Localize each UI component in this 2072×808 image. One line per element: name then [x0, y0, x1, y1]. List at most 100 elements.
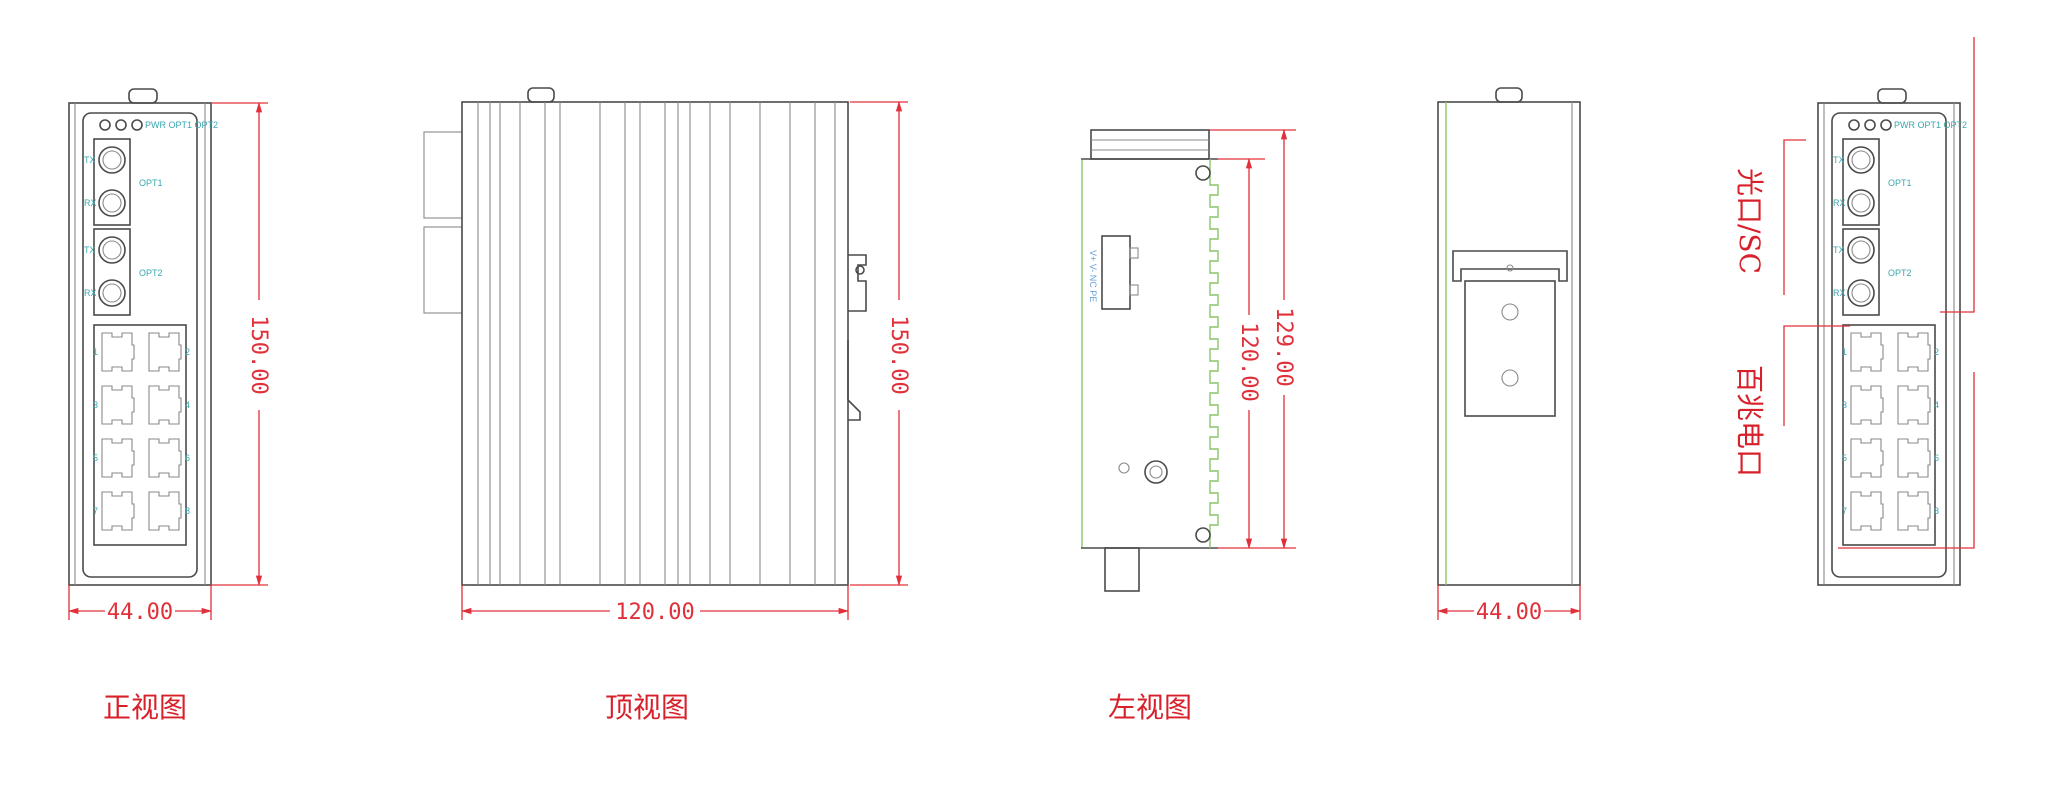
port-number: 1 [1842, 347, 1847, 357]
port-number: 8 [1934, 506, 1939, 516]
sc-connector-icon [98, 146, 126, 174]
din-rail-clip [1464, 280, 1556, 417]
screw-icon [1501, 369, 1519, 387]
left-view-caption: 左视图 [1108, 691, 1192, 724]
port-number: 5 [1842, 453, 1847, 463]
rj45-port-icon [1850, 332, 1884, 372]
rj45-port-icon [101, 332, 135, 372]
front-view-caption: 正视图 [103, 691, 187, 724]
top-view-caption: 顶视图 [605, 691, 689, 724]
housing-outline [68, 102, 212, 586]
port-number: 6 [1934, 453, 1939, 463]
front-width-value: 44.00 [107, 600, 173, 625]
fiber-port-direction: TX [1833, 245, 1845, 255]
port-number: 5 [93, 453, 98, 463]
port-number: 7 [1842, 506, 1847, 516]
fiber-port-label: OPT2 [1888, 268, 1912, 278]
fiber-port-label: OPT1 [139, 178, 163, 188]
front-panel [82, 112, 198, 578]
top-width-value: 120.00 [615, 600, 694, 625]
screw-icon [1501, 303, 1519, 321]
front-panel [1831, 112, 1947, 578]
sc-connector-icon [98, 236, 126, 264]
fiber-port-label: 光口/SC [1733, 168, 1766, 274]
housing-outline [1817, 102, 1961, 586]
terminal-label: V+ V- NC PE [1088, 250, 1098, 302]
ground-symbol-icon [1118, 462, 1130, 474]
port-number: 7 [93, 506, 98, 516]
ground-screw-icon [1144, 460, 1168, 484]
rj45-port-block [1842, 324, 1936, 546]
back-view [1437, 87, 1581, 586]
rj45-port-icon [1850, 491, 1884, 531]
front-height-value: 150.00 [246, 315, 271, 394]
fiber-port-direction: RX [84, 198, 97, 208]
rj45-port-icon [148, 385, 182, 425]
sc-connector-inner [102, 283, 122, 303]
sc-connector-inner [102, 193, 122, 213]
mount-knob [128, 88, 158, 104]
port-number: 8 [185, 506, 190, 516]
led-indicator-icon [1864, 119, 1876, 131]
port-number: 3 [93, 400, 98, 410]
fiber-port-label: OPT2 [139, 268, 163, 278]
sc-fiber-port-1 [93, 138, 131, 226]
fiber-port-direction: TX [1833, 155, 1845, 165]
sc-fiber-port-1 [1842, 138, 1880, 226]
rj45-port-icon [1850, 438, 1884, 478]
rj45-port-icon [1850, 385, 1884, 425]
copper-port-label: 百兆电口 [1733, 365, 1766, 477]
left-outer-value: 129.00 [1271, 307, 1296, 386]
top-height-value: 150.00 [886, 315, 911, 394]
front-width-dimension: 44.00 [67, 585, 213, 625]
terminal-block [1101, 235, 1131, 310]
sc-connector-inner [1851, 283, 1871, 303]
led-indicator-icon [1848, 119, 1860, 131]
fiber-port-direction: RX [1833, 198, 1846, 208]
sc-fiber-port-2 [1842, 228, 1880, 316]
fiber-port-direction: TX [84, 155, 96, 165]
sc-connector-inner [1851, 150, 1871, 170]
top-height-dimension: 150.00 [850, 100, 911, 587]
port-number: 2 [1934, 347, 1939, 357]
port-number: 3 [1842, 400, 1847, 410]
left-inner-value: 120.00 [1236, 322, 1261, 401]
port-number: 4 [185, 400, 190, 410]
fiber-port-direction: RX [1833, 288, 1846, 298]
port-number: 2 [185, 347, 190, 357]
fiber-port-direction: RX [84, 288, 97, 298]
sc-connector-icon [1847, 189, 1875, 217]
led-label: PWR OPT1 OPT2 [145, 120, 218, 130]
rj45-port-icon [148, 491, 182, 531]
rj45-port-icon [148, 332, 182, 372]
mount-knob [1877, 88, 1907, 104]
rj45-port-block [93, 324, 187, 546]
sc-connector-inner [1851, 240, 1871, 260]
fiber-port-direction: TX [84, 245, 96, 255]
left-outer-dimension: 129.00 [1209, 128, 1296, 550]
rj45-port-icon [1897, 491, 1931, 531]
port-number: 1 [93, 347, 98, 357]
sc-connector-inner [102, 240, 122, 260]
port-number: 4 [1934, 400, 1939, 410]
led-indicator-icon [131, 119, 143, 131]
left-view: V+ V- NC PE [1081, 129, 1219, 592]
rj45-port-icon [1897, 332, 1931, 372]
front-height-dimension: 150.00 [211, 101, 271, 587]
top-view [423, 87, 867, 586]
rj45-port-icon [101, 491, 135, 531]
sc-connector-icon [1847, 279, 1875, 307]
sc-connector-icon [1847, 236, 1875, 264]
sc-connector-inner [102, 150, 122, 170]
sc-fiber-port-2 [93, 228, 131, 316]
rj45-port-icon [101, 438, 135, 478]
led-indicator-icon [99, 119, 111, 131]
sc-connector-icon [98, 189, 126, 217]
back-width-value: 44.00 [1476, 600, 1542, 625]
back-width-dimension: 44.00 [1436, 585, 1582, 625]
sc-connector-icon [1847, 146, 1875, 174]
left-inner-dimension: 120.00 [1218, 157, 1265, 550]
